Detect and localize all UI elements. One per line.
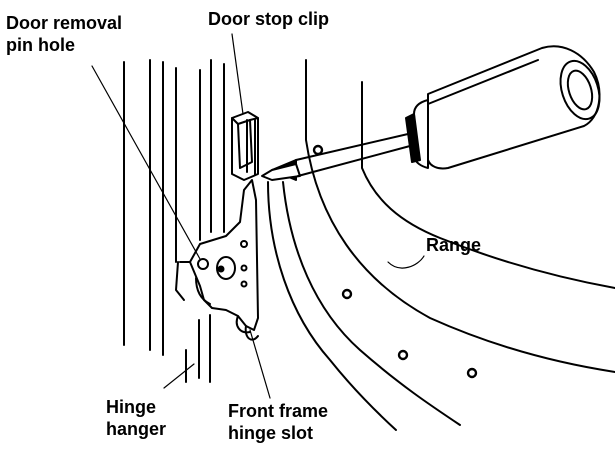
leader-door-stop-clip xyxy=(231,33,244,115)
label-range: Range xyxy=(426,235,482,255)
leader-hinge-hanger xyxy=(163,363,195,389)
door-stop-clip xyxy=(231,111,259,181)
label-front-frame-hinge-slot: Front frame hinge slot xyxy=(228,401,329,443)
hinge-hanger-plate xyxy=(175,179,259,341)
leader-door-removal-pin-hole xyxy=(91,65,201,260)
label-door-stop-clip: Door stop clip xyxy=(208,9,329,29)
leader-lines xyxy=(91,33,425,399)
range-body xyxy=(246,59,615,431)
door-frame-lines xyxy=(123,59,225,383)
label-hinge-hanger: Hinge hanger xyxy=(106,397,167,439)
label-door-removal-pin-hole: Door removal pin hole xyxy=(6,13,123,55)
screwdriver xyxy=(261,45,601,181)
leader-range xyxy=(387,255,425,269)
range-screw-holes xyxy=(312,144,478,379)
leader-front-frame-hinge-slot xyxy=(249,329,271,399)
